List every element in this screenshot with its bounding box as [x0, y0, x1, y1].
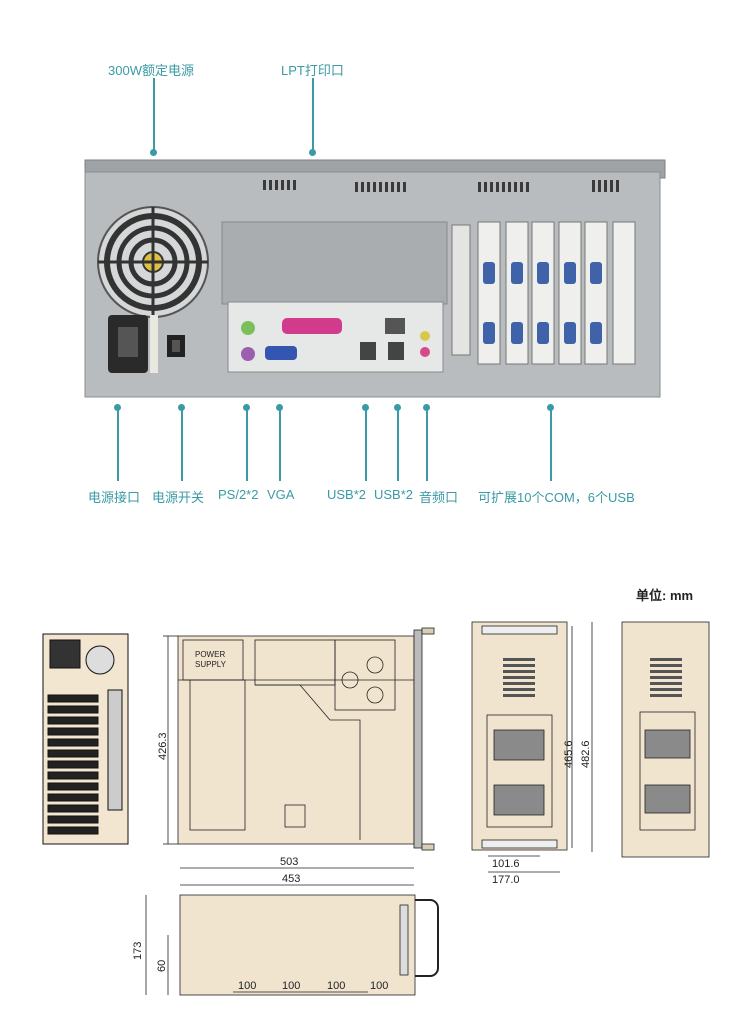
dim-177-0: 177.0	[492, 874, 520, 886]
callout-line-vga	[279, 409, 281, 481]
dim-100-d: 100	[370, 980, 389, 992]
callout-usb-a: USB*2	[327, 487, 367, 502]
dim-100-a: 100	[238, 980, 257, 992]
callout-line-expansion	[550, 409, 552, 481]
callout-power-socket: 电源接口	[88, 490, 141, 505]
dim-465-6: 465.6	[563, 740, 575, 768]
dim-60: 60	[156, 959, 168, 972]
callout-line-usb-b	[397, 409, 399, 481]
front-view-drawing	[471, 621, 593, 873]
callout-dot-usb-a	[362, 404, 369, 411]
dim-100-c: 100	[327, 980, 346, 992]
callout-lpt: LPT打印口	[281, 63, 344, 78]
callout-dot-switch	[178, 404, 185, 411]
callout-dot-lpt	[309, 149, 316, 156]
callout-line-psu	[153, 78, 155, 152]
callout-dot-usb-b	[394, 404, 401, 411]
callout-dot-vga	[276, 404, 283, 411]
unit-label: 单位: mm	[636, 588, 694, 603]
callout-power-switch: 电源开关	[152, 490, 205, 505]
dim-101-6: 101.6	[492, 858, 520, 870]
dim-173: 173	[132, 941, 144, 960]
callout-line-usb-a	[365, 409, 367, 481]
dim-100-b: 100	[282, 980, 301, 992]
rear-view-drawing	[42, 633, 129, 845]
dim-503: 503	[280, 856, 299, 868]
callout-expansion: 可扩展10个COM，6个USB	[478, 490, 635, 505]
callout-line-power-socket	[117, 409, 119, 481]
psu-label-1: POWER	[195, 650, 226, 659]
psu-label-2: SUPPLY	[195, 660, 226, 669]
rear-panel	[84, 159, 666, 398]
callout-audio: 音频口	[419, 490, 459, 505]
front-view-drawing-2	[621, 621, 710, 858]
callout-dot-power-socket	[114, 404, 121, 411]
callout-ps2: PS/2*2	[218, 487, 259, 502]
callout-line-audio	[426, 409, 428, 481]
callout-line-lpt	[312, 78, 314, 152]
callout-dot-psu	[150, 149, 157, 156]
callout-vga: VGA	[267, 487, 295, 502]
dim-482-6: 482.6	[580, 740, 592, 768]
callout-psu-power: 300W额定电源	[108, 63, 194, 78]
dim-426-3: 426.3	[157, 732, 169, 760]
callout-line-ps2	[246, 409, 248, 481]
dim-453: 453	[282, 873, 301, 885]
top-view-drawing	[177, 627, 435, 851]
callout-dot-audio	[423, 404, 430, 411]
callout-usb-b: USB*2	[374, 487, 414, 502]
side-view-drawing	[145, 867, 439, 996]
callout-dot-expansion	[547, 404, 554, 411]
callout-dot-ps2	[243, 404, 250, 411]
callout-line-switch	[181, 409, 183, 481]
